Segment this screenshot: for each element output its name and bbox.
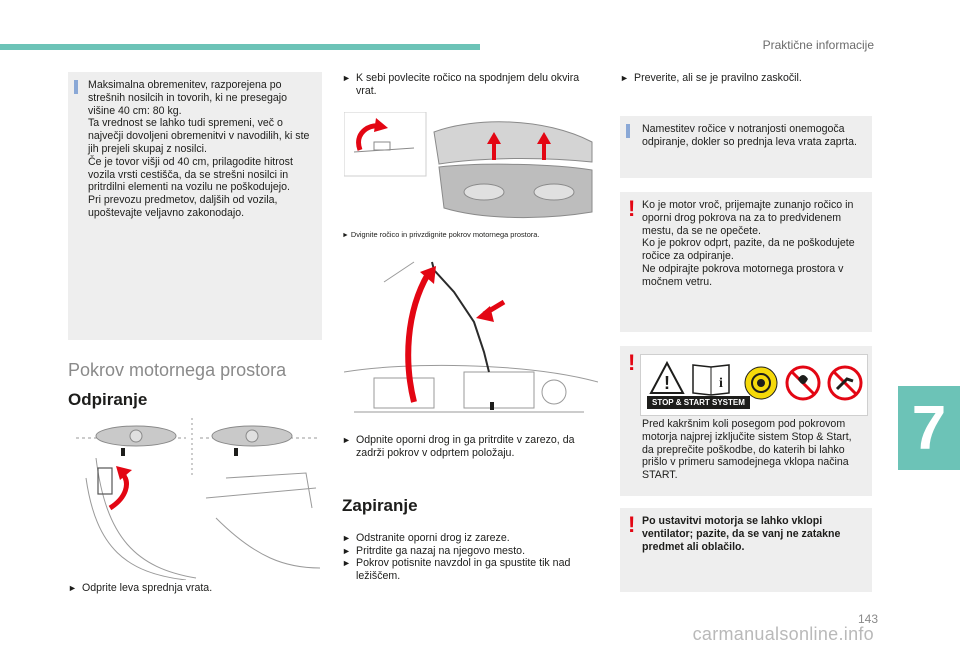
svg-text:i: i (719, 376, 723, 391)
header-title: Praktične informacije (762, 38, 874, 52)
exclamation-icon: ! (628, 196, 636, 221)
arrow-bullet-icon: ► (342, 73, 351, 83)
info-box-text: Namestitev ročice v notranjosti onemogoč… (642, 123, 857, 148)
arrow-bullet-icon: ► (342, 435, 351, 445)
warning-box-text: Pred kakršnim koli posegom pod pokrovom … (642, 418, 852, 482)
closing-step: ►Pritrdite ga nazaj na njegovo mesto. (342, 544, 526, 557)
stop-start-label: STOP & START SYSTEM (647, 396, 750, 409)
info-box-text: Maksimalna obremenitev, razporejena po s… (88, 79, 310, 219)
exclamation-icon: ! (628, 512, 636, 537)
info-box-interior-lever: Namestitev ročice v notranjosti onemogoč… (620, 116, 872, 178)
closing-step: ►Odstranite oporni drog iz zareze. (342, 532, 510, 544)
svg-text:!: ! (664, 373, 670, 393)
arrow-bullet-icon: ► (342, 545, 351, 556)
section-title: Pokrov motornega prostora (68, 360, 287, 380)
step-open-door: ►Odprite leva sprednja vrata. (68, 582, 213, 594)
warning-box-text: Ko je motor vroč, prijemajte zunanjo roč… (642, 199, 855, 288)
info-box-roof-load: Maksimalna obremenitev, razporejena po s… (68, 72, 322, 340)
caption-lift-lever: ► Dvignite ročico in privzdignite pokrov… (342, 230, 540, 239)
header-accent-bar (0, 44, 480, 50)
arrow-bullet-icon: ► (342, 232, 351, 239)
page-number: 143 (857, 612, 878, 626)
warning-box-hot-engine: ! Ko je motor vroč, prijemajte zunanjo r… (620, 192, 872, 332)
arrow-bullet-icon: ► (342, 558, 351, 569)
subhead-opening: Odpiranje (68, 390, 148, 409)
closing-step: ►Pokrov potisnite navzdol in ga spustite… (342, 557, 571, 582)
info-mark-icon (74, 80, 78, 94)
arrow-bullet-icon: ► (620, 73, 629, 83)
stop-start-pictograms: ! i STOP & START SYSTEM (640, 354, 868, 416)
illustration-door-handle (76, 418, 320, 580)
step-attach-rod: ►Odpnite oporni drog in ga pritrdite v z… (342, 434, 575, 459)
chapter-tab: 7 (898, 386, 960, 470)
arrow-bullet-icon: ► (342, 533, 351, 543)
warning-box-stop-start: ! ! i STOP & START SYSTEM Pred kakršnim … (620, 346, 872, 496)
step-check-latch: ►Preverite, ali se je pravilno zaskočil. (620, 72, 802, 84)
exclamation-icon: ! (628, 350, 636, 375)
warning-box-fan: ! Po ustavitvi motorja se lahko vklopi v… (620, 508, 872, 592)
warning-box-text: Po ustavitvi motorja se lahko vklopi ven… (642, 515, 841, 553)
arrow-bullet-icon: ► (68, 583, 77, 593)
info-mark-icon (626, 124, 630, 138)
subhead-closing: Zapiranje (342, 496, 418, 515)
step-pull-lever: ►K sebi povlecite ročico na spodnjem del… (342, 72, 580, 97)
illustration-lift-lever (344, 112, 598, 222)
closing-steps: ►Odstranite oporni drog iz zareze. ►Prit… (342, 532, 600, 582)
illustration-prop-rod (344, 252, 598, 422)
watermark: carmanualsonline.info (692, 624, 874, 644)
